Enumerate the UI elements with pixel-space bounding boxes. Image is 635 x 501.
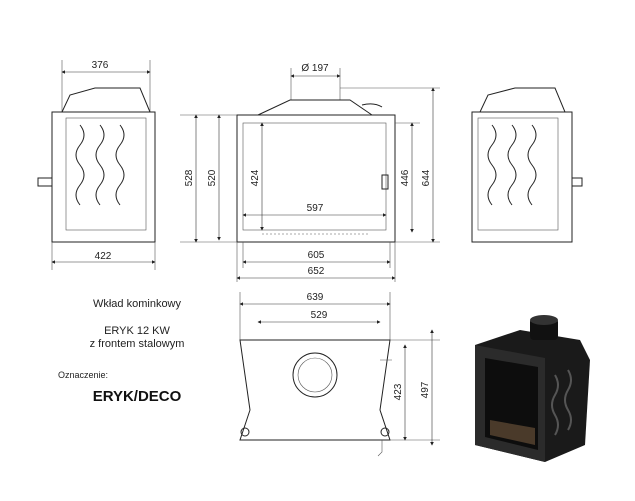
- dim-605: 605: [308, 250, 325, 261]
- dim-597: 597: [307, 203, 324, 214]
- dim-652: 652: [308, 266, 325, 277]
- dim-528: 528: [184, 169, 195, 186]
- left-side-view: 376 422: [37, 60, 156, 270]
- dim-flue-diameter: Ø 197: [301, 63, 329, 74]
- dim-529: 529: [311, 310, 328, 321]
- title-block: Wkład kominkowy ERYK 12 KW z frontem sta…: [58, 298, 184, 405]
- designation-label: Oznaczenie:: [58, 370, 108, 380]
- front-view: Ø 197 528 520 424 446 644 597 605 652: [180, 63, 440, 282]
- dim-446: 446: [400, 169, 411, 186]
- dim-520: 520: [207, 169, 218, 186]
- top-view: 639 529 423 497: [239, 292, 440, 457]
- designation-value: ERYK/DECO: [93, 388, 182, 405]
- product-model: ERYK 12 KW: [104, 325, 170, 337]
- right-side-view: [471, 87, 583, 243]
- dim-422: 422: [95, 251, 112, 262]
- dim-639: 639: [307, 292, 324, 303]
- fireplace-3d-render: [475, 315, 590, 462]
- product-variant: z frontem stalowym: [90, 338, 185, 350]
- dim-497: 497: [420, 381, 431, 398]
- dim-423: 423: [393, 383, 404, 400]
- dim-424: 424: [250, 169, 261, 186]
- dim-376: 376: [92, 60, 109, 71]
- handle-icon: [37, 177, 53, 187]
- product-type: Wkład kominkowy: [93, 298, 182, 310]
- dim-644: 644: [421, 169, 432, 186]
